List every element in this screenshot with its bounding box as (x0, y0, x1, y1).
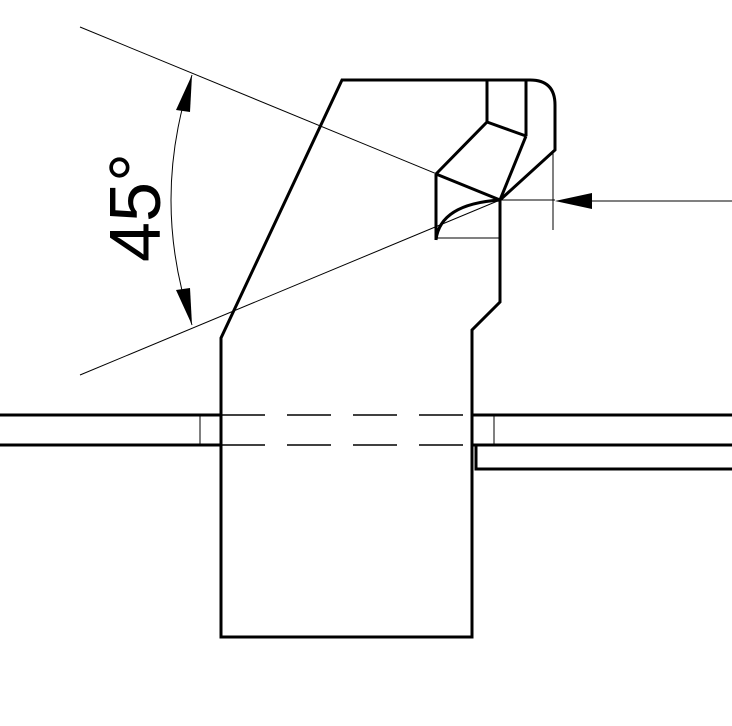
angle-dimension: 45° (96, 74, 193, 326)
bevel-detail (434, 80, 528, 241)
hidden-lines (221, 414, 472, 446)
angle-reference-lines (79, 26, 501, 376)
angle-label: 45° (96, 153, 176, 262)
left-plate (0, 413, 221, 447)
leader-arrowhead (555, 193, 592, 209)
right-plate (472, 413, 732, 471)
arrowhead-top (176, 75, 192, 112)
arrowhead-bottom (176, 288, 192, 325)
part-outline (219, 78, 557, 639)
leader-arrow (500, 150, 732, 230)
